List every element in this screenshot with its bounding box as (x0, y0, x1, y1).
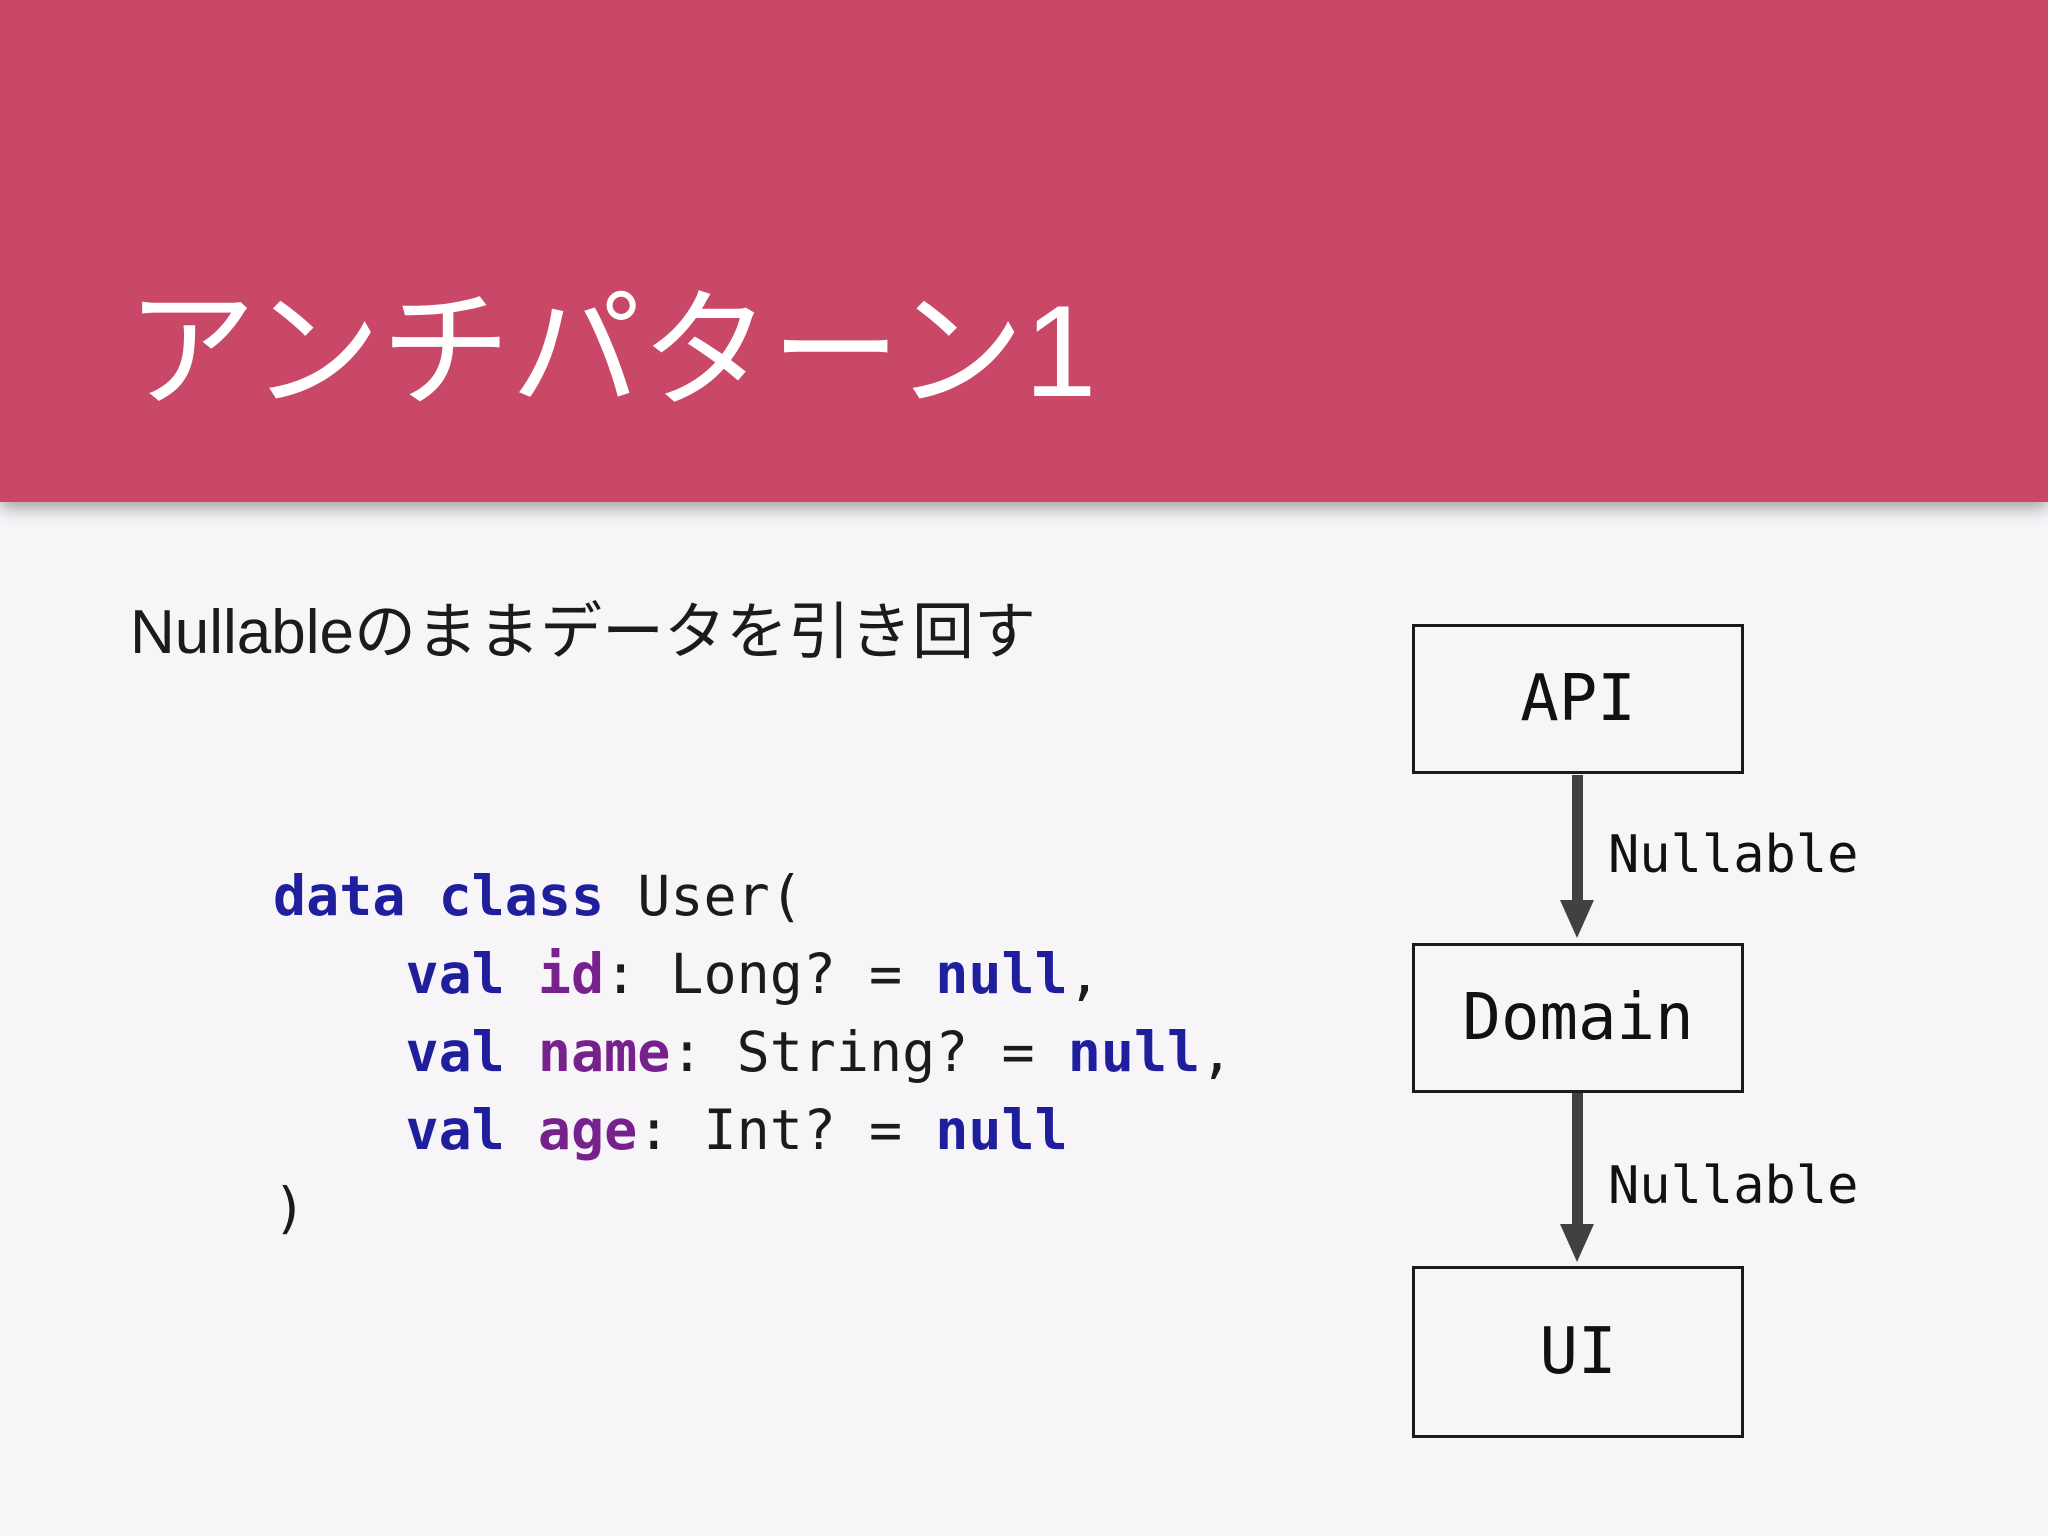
code-token-property: age (537, 1098, 638, 1162)
slide-subtitle: Nullableのままデータを引き回す (130, 598, 1037, 667)
diagram-node-ui-label: UI (1539, 1315, 1617, 1389)
code-token-plain (273, 1098, 405, 1162)
edge-label-api-domain: Nullable (1608, 825, 1859, 885)
code-line: val age: Int? = null (273, 1091, 1233, 1169)
diagram-node-api: API (1412, 624, 1744, 774)
code-token-keyword: null (935, 942, 1068, 1006)
code-token-keyword: null (935, 1098, 1068, 1162)
code-token-keyword: val (405, 942, 538, 1006)
code-token-property: id (537, 942, 605, 1006)
code-line: data class User( (273, 857, 1233, 935)
code-token-plain (273, 1020, 405, 1084)
code-token-property: name (537, 1020, 671, 1084)
code-token-plain: User( (637, 864, 803, 928)
diagram-node-domain-label: Domain (1462, 981, 1694, 1055)
code-token-plain: : Long? = (604, 942, 936, 1006)
arrow-line-api-to-domain (1572, 775, 1583, 902)
code-token-plain (273, 942, 405, 1006)
arrow-head-api-to-domain (1560, 900, 1594, 938)
code-line: ) (273, 1169, 1233, 1247)
diagram-node-domain: Domain (1412, 943, 1744, 1093)
code-token-plain: : String? = (670, 1020, 1068, 1084)
slide-title: アンチパターン1 (126, 278, 1097, 424)
code-token-keyword: val (405, 1098, 538, 1162)
code-block: data class User( val id: Long? = null, v… (273, 857, 1233, 1247)
edge-label-domain-ui: Nullable (1608, 1156, 1859, 1216)
code-token-keyword: null (1067, 1020, 1201, 1084)
code-token-plain: : Int? = (637, 1098, 936, 1162)
code-token-plain: , (1067, 942, 1101, 1006)
code-line: val id: Long? = null, (273, 935, 1233, 1013)
code-line: val name: String? = null, (273, 1013, 1233, 1091)
code-token-plain: ) (273, 1176, 307, 1240)
diagram-node-ui: UI (1412, 1266, 1744, 1438)
arrow-line-domain-to-ui (1572, 1093, 1583, 1226)
diagram-node-api-label: API (1520, 662, 1636, 736)
code-token-plain: , (1200, 1020, 1234, 1084)
code-token-keyword: val (405, 1020, 538, 1084)
slide-header-band: アンチパターン1 (0, 0, 2048, 502)
code-token-keyword: data class (273, 864, 638, 928)
arrow-head-domain-to-ui (1560, 1224, 1594, 1262)
